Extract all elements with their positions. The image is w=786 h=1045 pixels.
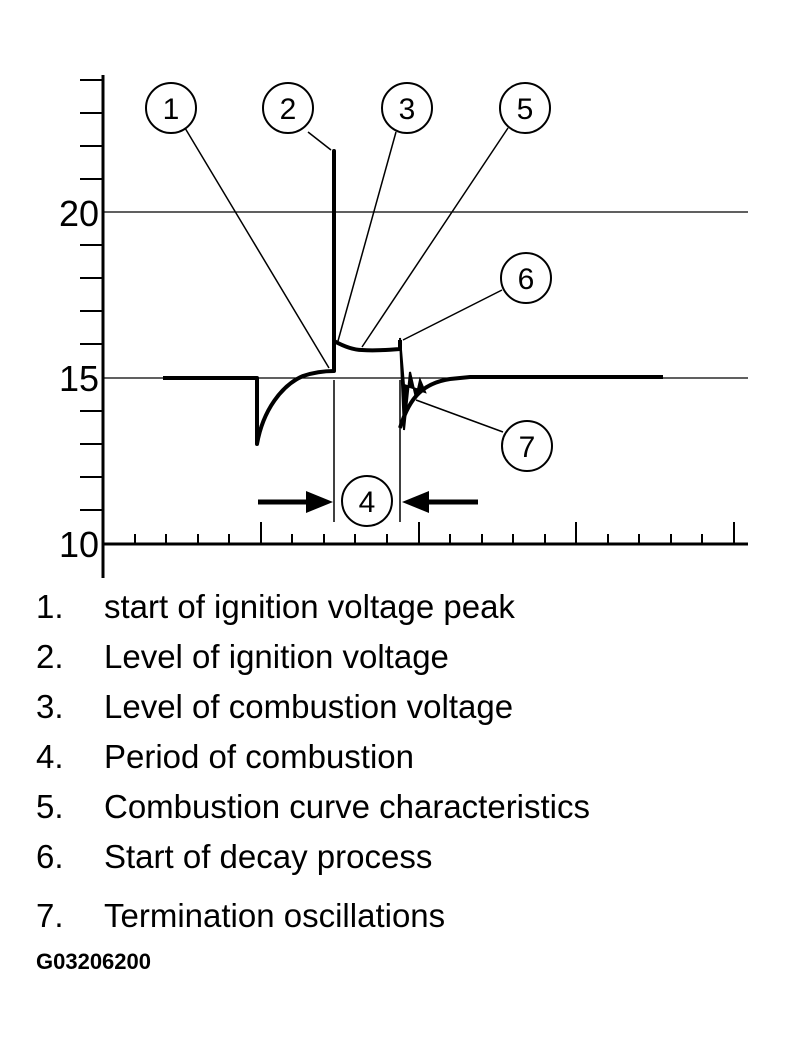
y-axis-ticks: [80, 79, 103, 511]
legend-number: 3.: [36, 688, 64, 725]
figure-id: G03206200: [36, 949, 151, 974]
period-arrowhead-right: [402, 491, 429, 513]
legend-item: 5. Combustion curve characteristics: [36, 782, 590, 832]
legend-list: 1. start of ignition voltage peak 2. Level…: [36, 582, 590, 941]
x-axis-ticks: [134, 522, 735, 544]
legend-item: 3. Level of combustion voltage: [36, 682, 590, 732]
legend-number: 2.: [36, 638, 64, 675]
legend-number: 6.: [36, 838, 64, 875]
callout-1-label: 1: [163, 93, 180, 126]
legend-text: Termination oscillations: [104, 897, 446, 934]
legend-number: 7.: [36, 897, 64, 934]
ignition-waveform-diagram: 20 15 10 1 2 3 5 6 7: [59, 75, 748, 578]
legend-item: 7. Termination oscillations: [36, 891, 590, 941]
callout-1: 1: [145, 82, 197, 134]
legend-text: start of ignition voltage peak: [104, 588, 515, 625]
y-tick-label-20: 20: [59, 193, 99, 234]
callout-2: 2: [262, 82, 314, 134]
leader-lines: [184, 127, 509, 433]
legend-text: Level of combustion voltage: [104, 688, 514, 725]
legend-text: Level of ignition voltage: [104, 638, 449, 675]
callout-3: 3: [381, 82, 433, 134]
legend-item: 1. start of ignition voltage peak: [36, 582, 590, 632]
legend-item: 6. Start of decay process: [36, 832, 590, 882]
legend-text: Period of combustion: [104, 738, 415, 775]
y-tick-label-15: 15: [59, 358, 99, 399]
ignition-waveform: [163, 149, 402, 446]
callout-4-label: 4: [359, 486, 376, 519]
y-tick-label-10: 10: [59, 524, 99, 565]
callout-3-label: 3: [399, 93, 416, 126]
callout-7-label: 7: [519, 431, 536, 464]
callout-4: 4: [341, 475, 393, 527]
legend-number: 5.: [36, 788, 64, 825]
callout-6-label: 6: [518, 263, 535, 296]
legend-item: 2. Level of ignition voltage: [36, 632, 590, 682]
callout-5-label: 5: [517, 93, 534, 126]
callout-2-label: 2: [280, 93, 297, 126]
legend-number: 1.: [36, 588, 64, 625]
decay-tail: [398, 375, 663, 429]
legend-number: 4.: [36, 738, 64, 775]
legend-item: 4. Period of combustion: [36, 732, 590, 782]
period-arrowhead-left: [306, 491, 333, 513]
legend-text: Combustion curve characteristics: [104, 788, 591, 825]
legend-text: Start of decay process: [104, 838, 433, 875]
decay-oscillation-burst: [399, 337, 427, 431]
callout-7: 7: [501, 420, 553, 472]
callout-6: 6: [500, 252, 552, 304]
callout-5: 5: [499, 82, 551, 134]
